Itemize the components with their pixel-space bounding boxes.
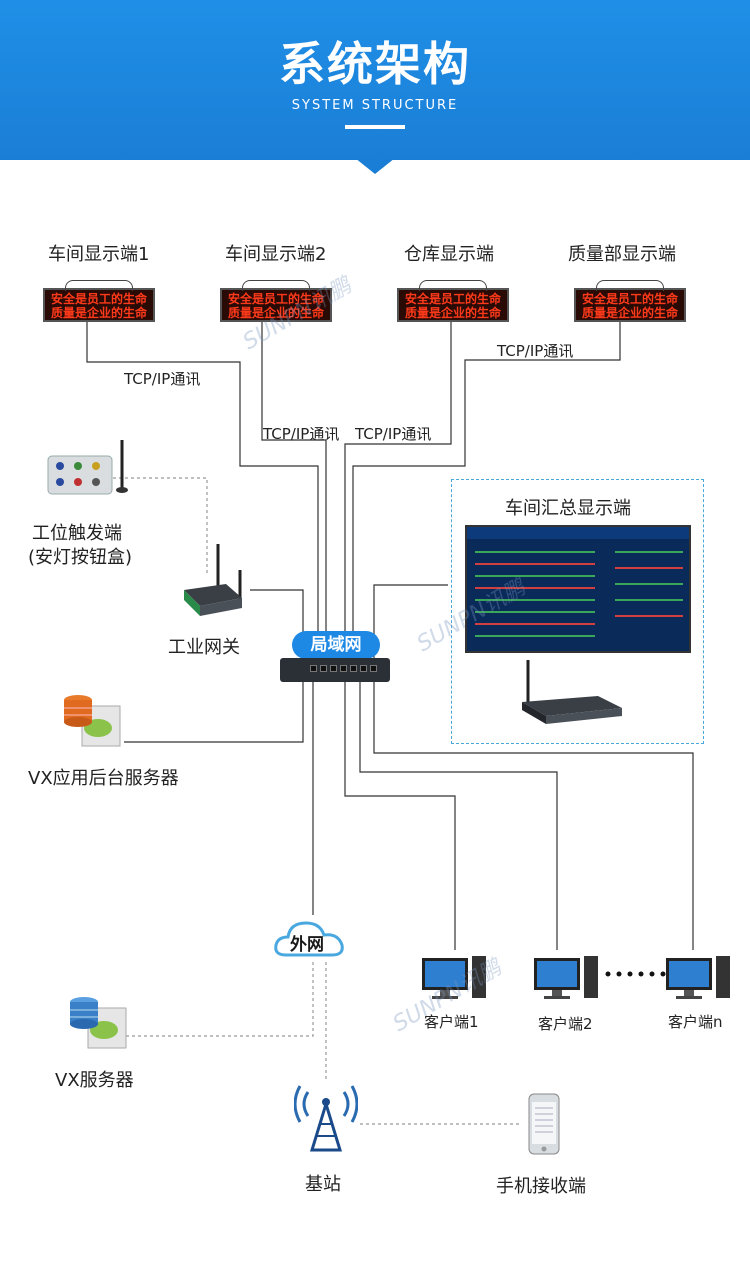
trigger-label-1: 工位触发端 [32, 523, 122, 544]
led-screen-icon: 安全是员工的生命 质量是企业的生命 [220, 280, 332, 322]
tcp-label-2: TCP/IP通讯 [263, 425, 340, 443]
computer-icon [666, 956, 730, 999]
switch-port [340, 665, 347, 672]
display3-label: 仓库显示端 [404, 244, 494, 265]
base-station-label: 基站 [305, 1174, 341, 1195]
line-trigger-gateway [95, 477, 208, 575]
switch-icon [280, 658, 390, 682]
lan-badge: 局域网 [292, 631, 380, 659]
wan-label: 外网 [290, 935, 324, 955]
switch-port [330, 665, 337, 672]
computer-icon [422, 956, 486, 999]
switch-port [320, 665, 327, 672]
client-ellipsis [605, 971, 666, 977]
dashboard-row [475, 623, 595, 625]
line-wan-vxserver [125, 962, 314, 1037]
page-subtitle: SYSTEM STRUCTURE [291, 98, 459, 113]
switch-port [360, 665, 367, 672]
led-line1: 安全是员工的生命 [581, 292, 678, 306]
line-display4 [352, 322, 621, 660]
line-display1 [86, 322, 319, 660]
client1-label: 客户端1 [424, 1013, 479, 1031]
title-underline [345, 125, 405, 129]
dashboard-title-bar [467, 527, 689, 539]
gateway-label: 工业网关 [168, 637, 240, 658]
header-banner: 系统架构 SYSTEM STRUCTURE [0, 0, 750, 160]
led-line2: 质量是企业的生命 [50, 306, 147, 320]
line-display2 [261, 322, 327, 660]
header-notch [355, 158, 395, 174]
client2-label: 客户端2 [538, 1015, 593, 1033]
line-vx-app [124, 682, 304, 743]
display1-label: 车间显示端1 [48, 244, 150, 265]
vx-server-label: VX服务器 [55, 1070, 134, 1091]
line-client2 [359, 682, 558, 950]
led-line1: 安全是员工的生命 [227, 292, 324, 306]
led-line2: 质量是企业的生命 [581, 306, 678, 320]
computer-icon [534, 956, 598, 999]
dashboard-screen-icon [465, 525, 691, 653]
button-box-icon [47, 440, 128, 495]
switch-port [350, 665, 357, 672]
summary-display-label: 车间汇总显示端 [505, 498, 631, 519]
dashboard-row [475, 599, 595, 601]
dashboard-row [475, 563, 595, 565]
phone-label: 手机接收端 [496, 1176, 586, 1197]
led-screen-icon: 安全是员工的生命 质量是企业的生命 [574, 280, 686, 322]
led-line2: 质量是企业的生命 [404, 306, 501, 320]
dashboard-row [615, 583, 683, 585]
server-icon [70, 997, 127, 1049]
dashboard-row [475, 575, 595, 577]
dashboard-row [615, 551, 683, 553]
page-title: 系统架构 [279, 37, 471, 91]
switch-port [310, 665, 317, 672]
gateway-icon [184, 544, 242, 616]
line-client1 [344, 682, 456, 950]
dashboard-row [615, 567, 683, 569]
display4-label: 质量部显示端 [568, 244, 676, 265]
switch-port [370, 665, 377, 672]
led-screen-icon: 安全是员工的生命 质量是企业的生命 [43, 280, 155, 322]
line-clientn [373, 682, 694, 950]
line-display3 [344, 322, 452, 660]
dashboard-row [615, 615, 683, 617]
led-line1: 安全是员工的生命 [404, 292, 501, 306]
tcp-label-1: TCP/IP通讯 [124, 370, 201, 388]
clientn-label: 客户端n [668, 1013, 723, 1031]
dashboard-row [475, 611, 595, 613]
display2-label: 车间显示端2 [225, 244, 327, 265]
tcp-label-3: TCP/IP通讯 [355, 425, 432, 443]
tcp-label-4: TCP/IP通讯 [497, 342, 574, 360]
vx-app-server-label: VX应用后台服务器 [28, 768, 179, 789]
led-line2: 质量是企业的生命 [227, 306, 324, 320]
server-icon [64, 695, 121, 747]
phone-icon [528, 1093, 560, 1155]
dashboard-row [615, 599, 683, 601]
tower-icon [294, 1085, 358, 1152]
dashboard-row [475, 587, 595, 589]
mini-pc-icon [522, 660, 622, 724]
cloud-icon [274, 921, 344, 957]
dashboard-row [475, 635, 595, 637]
led-screen-icon: 安全是员工的生命 质量是企业的生命 [397, 280, 509, 322]
summary-display-box [451, 479, 704, 744]
led-line1: 安全是员工的生命 [50, 292, 147, 306]
dashboard-row [475, 551, 595, 553]
trigger-label-2: (安灯按钮盒) [28, 547, 133, 568]
